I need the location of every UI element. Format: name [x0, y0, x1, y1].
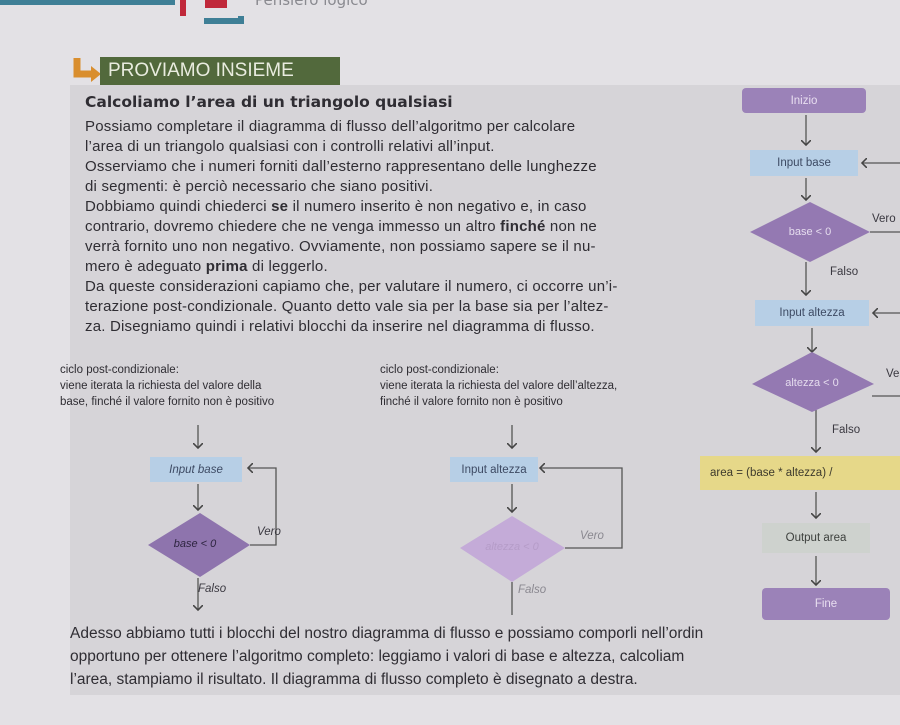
text-segment: Possiamo completare il diagramma di flus… [85, 118, 576, 135]
text-segment: terazione post-condizionale. Quanto dett… [85, 298, 609, 315]
paragraph-line: mero è adeguato prima di leggerlo. [85, 258, 328, 275]
paragraph-line: za. Disegniamo quindi i relativi blocchi… [85, 318, 595, 335]
content-panel [70, 85, 900, 695]
paragraph-line: Possiamo completare il diagramma di flus… [85, 118, 575, 135]
decision-base-right [750, 202, 870, 262]
flow-output-area: Output area [762, 523, 870, 553]
left-input-base: Input base [150, 457, 242, 482]
flow-input-altezza: Input altezza [755, 300, 869, 326]
paragraph-line: Dobbiamo quindi chiederci se il numero i… [85, 198, 587, 215]
section-label: PROVIAMO INSIEME [100, 57, 340, 85]
middle-input-altezza: Input altezza [450, 457, 538, 482]
text-segment: contrario, dovremo chiedere che ne venga… [85, 218, 501, 235]
paragraph-line: Da queste considerazioni capiamo che, pe… [85, 278, 618, 295]
flow-end: Fine [762, 588, 890, 620]
page-header: Pensiero logico [255, 0, 368, 9]
text-segment: Da queste considerazioni capiamo che, pe… [85, 278, 618, 295]
logo-blue [204, 16, 244, 24]
text-segment: mero è adeguato [85, 258, 206, 275]
bold-word: prima [205, 258, 248, 275]
flow-compute-area: area = (base * altezza) / [700, 456, 900, 490]
middle-false-label: Falso [518, 584, 547, 596]
paragraph-line: Osserviamo che i numeri forniti dall’est… [85, 158, 597, 175]
text-segment: Dobbiamo quindi chiederci [85, 198, 272, 215]
bottom-paragraph-line: opportuno per ottenere l’algoritmo compl… [70, 648, 685, 665]
paragraph-line: terazione post-condizionale. Quanto dett… [85, 298, 609, 315]
section-arrow-icon [73, 56, 103, 86]
paragraph-line: l’area di un triangolo qualsiasi con i c… [85, 138, 495, 155]
text-segment: Osserviamo che i numeri forniti dall’est… [85, 158, 597, 175]
left-true-label: Vero [257, 526, 281, 538]
flow-false-1: Falso [830, 266, 859, 278]
left-caption: ciclo post-condizionale: viene iterata l… [60, 362, 274, 410]
bottom-paragraph-line: Adesso abbiamo tutti i blocchi del nostr… [70, 625, 704, 642]
caption-line: ciclo post-condizionale: [380, 364, 499, 376]
flow-input-base: Input base [750, 150, 858, 176]
section-title: Calcoliamo l’area di un triangolo qualsi… [85, 93, 453, 111]
middle-caption: ciclo post-condizionale: viene iterata l… [380, 362, 617, 410]
caption-line: base, finché il valore fornito non è pos… [60, 396, 275, 408]
caption-line: viene iterata la richiesta del valore de… [380, 380, 618, 392]
flow-false-2: Falso [832, 424, 861, 436]
text-segment: di segmenti: è perciò necessario che sia… [85, 178, 434, 195]
bold-word: finché [500, 218, 546, 235]
left-false-label: Falso [198, 583, 227, 595]
text-segment: verrà fornito uno non negativo. Ovviamen… [85, 238, 596, 255]
flow-cond-base: base < 0 [788, 226, 832, 238]
left-condition: base < 0 [173, 538, 217, 550]
text-segment: non ne [545, 218, 597, 235]
flow-true-1: Vero [872, 213, 896, 225]
paragraph-line: verrà fornito uno non negativo. Ovviamen… [85, 238, 596, 255]
text-segment: l’area di un triangolo qualsiasi con i c… [85, 138, 495, 155]
caption-line: finché il valore fornito non è positivo [380, 396, 563, 408]
logo-red [180, 0, 186, 16]
page-top-bar [0, 0, 175, 5]
text-segment: za. Disegniamo quindi i relativi blocchi… [85, 318, 595, 335]
flow-start: Inizio [742, 88, 866, 113]
flow-cond-altezza: altezza < 0 [785, 377, 839, 389]
text-segment: il numero inserito è non negativo e, in … [288, 198, 587, 215]
flow-true-2: Ve [886, 368, 900, 380]
caption-line: viene iterata la richiesta del valore de… [60, 380, 262, 392]
middle-condition: altezza < 0 [485, 541, 539, 553]
paragraph-line: di segmenti: è perciò necessario che sia… [85, 178, 433, 195]
bold-word: se [271, 198, 289, 215]
decision-base-left [148, 513, 250, 577]
decision-altezza-middle [460, 516, 565, 582]
caption-line: ciclo post-condizionale: [60, 364, 179, 376]
middle-true-label: Vero [580, 530, 604, 542]
text-segment: di leggerlo. [247, 258, 328, 275]
paragraph-line: contrario, dovremo chiedere che ne venga… [85, 218, 597, 235]
bottom-paragraph-line: l’area, stampiamo il risultato. Il diagr… [70, 671, 638, 688]
logo-red-2 [205, 0, 227, 8]
decision-altezza-right [752, 352, 874, 412]
